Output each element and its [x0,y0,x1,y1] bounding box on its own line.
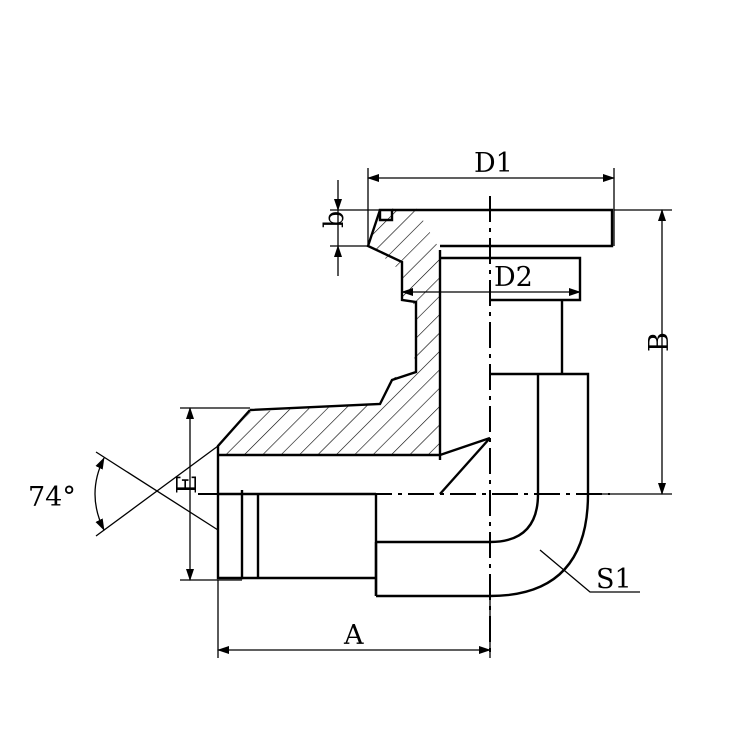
label-e: E [172,474,203,494]
label-b-large: B [644,332,675,352]
label-d1: D1 [474,148,513,179]
label-b-small: b [319,211,350,228]
label-s1: S1 [596,564,632,595]
label-d2: D2 [494,262,533,293]
label-a: A [343,620,364,651]
section-hatch [218,208,440,460]
dimension-lines [94,174,666,654]
label-angle: 74° [28,482,76,513]
